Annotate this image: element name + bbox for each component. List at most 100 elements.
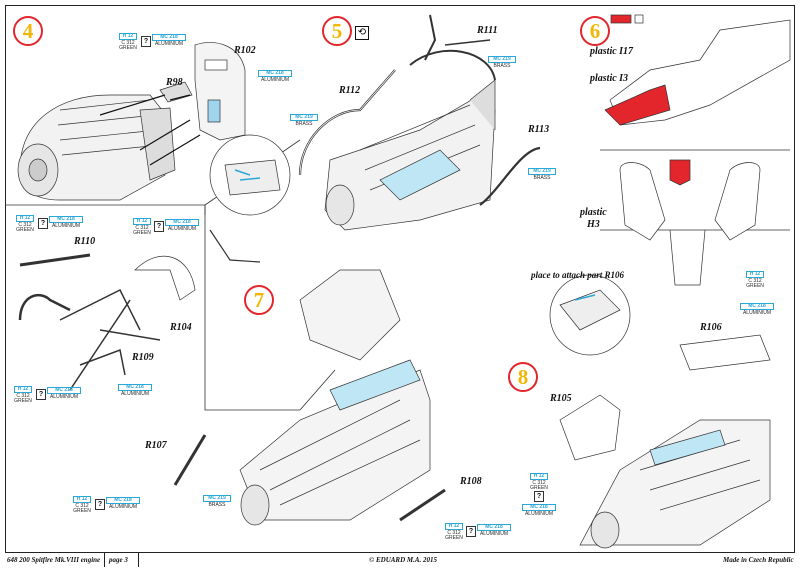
paint-ref-green-6: H 12 C 312 GREEN [445, 523, 463, 541]
mc-code: MC 218 [477, 524, 511, 531]
color-name-green: GREEN [445, 535, 463, 541]
paint-ref-aluminium-10: MC 218 ALUMINIUM [740, 303, 774, 316]
footer-copyright: © EDUARD M.A. 2015 [369, 556, 438, 564]
part-label-r107: R107 [145, 440, 167, 451]
mc-code: MC 218 [740, 303, 774, 310]
gunze-code: H 12 [16, 215, 34, 222]
question-mark-icon: ? [36, 389, 46, 400]
question-mark-icon: ? [95, 499, 105, 510]
color-name-green: GREEN [119, 45, 137, 51]
part-label-r111: R111 [477, 25, 498, 36]
step-4-marker: 4 [13, 16, 43, 46]
color-name-aluminium: ALUMINIUM [260, 77, 290, 83]
gunze-c-code: C 312 [135, 225, 149, 231]
paint-ref-green-5: H 12 C 312 GREEN [73, 496, 91, 514]
paint-ref-green-7: H 12 C 312 GREEN [530, 473, 548, 491]
step-5-marker: 5 [322, 16, 352, 46]
plastic-label-h3-line2: H3 [587, 219, 600, 230]
color-name-green: GREEN [73, 508, 91, 514]
footer-page-number: page 3 [109, 556, 128, 564]
mc-code: MC 219 [203, 495, 231, 502]
sheet-border [5, 5, 795, 553]
attach-callout: place to attach part R106 [531, 270, 624, 280]
part-label-r109: R109 [132, 352, 154, 363]
part-label-r110: R110 [74, 236, 96, 247]
part-label-r113: R113 [528, 124, 550, 135]
part-label-r112: R112 [339, 85, 361, 96]
footer-separator [138, 553, 139, 567]
part-label-r104: R104 [170, 322, 192, 333]
engine-drawing-step5 [209, 14, 541, 231]
mc-code: MC 218 [118, 384, 152, 391]
paint-ref-aluminium: MC 218 ALUMINIUM [152, 34, 186, 47]
gunze-c-code: C 312 [16, 393, 30, 399]
paint-ref-brass-2: MC 219 BRASS [290, 114, 318, 127]
gunze-code: H 12 [530, 473, 548, 480]
question-mark-icon: ? [154, 221, 164, 232]
footer-made-in: Made in Czech Republic [723, 556, 794, 564]
paint-ref-aluminium-3: MC 218 ALUMINIUM [49, 216, 83, 229]
gunze-code: H 12 [133, 218, 151, 225]
engine-drawing-step4 [17, 42, 246, 201]
color-name-brass: BRASS [533, 175, 551, 181]
paint-ref-aluminium-5: MC 218 ALUMINIUM [47, 387, 81, 400]
sheet-footer: 648 200 Spitfire Mk.VIII engine page 3 ©… [5, 553, 795, 567]
question-mark-icon: ? [38, 218, 48, 229]
paint-ref-aluminium-6: MC 218 ALUMINIUM [118, 384, 152, 397]
gunze-c-code: C 312 [18, 222, 32, 228]
paint-ref-aluminium-9: MC 218 ALUMINIUM [522, 504, 556, 517]
gunze-code: H 12 [119, 33, 137, 40]
gunze-c-code: C 312 [748, 278, 762, 284]
color-name-aluminium: ALUMINIUM [51, 223, 81, 229]
part-label-r105: R105 [550, 393, 572, 404]
color-name-aluminium: ALUMINIUM [479, 531, 509, 537]
color-name-brass: BRASS [295, 121, 313, 127]
gunze-code: H 12 [73, 496, 91, 503]
paint-ref-brass-4: MC 219 BRASS [203, 495, 231, 508]
color-name-green: GREEN [16, 227, 34, 233]
color-name-green: GREEN [14, 398, 32, 404]
paint-ref-aluminium-4: MC 218 ALUMINIUM [165, 219, 199, 232]
part-label-r102: R102 [234, 45, 256, 56]
footer-product-code: 648 200 Spitfire Mk.VIII engine [7, 556, 101, 564]
color-name-aluminium: ALUMINIUM [524, 511, 554, 517]
plastic-label-i3: plastic I3 [590, 73, 629, 84]
mc-code: MC 218 [49, 216, 83, 223]
color-name-aluminium: ALUMINIUM [167, 226, 197, 232]
step-7-marker: 7 [244, 285, 274, 315]
rotate-icon: ⟲ [355, 26, 369, 40]
wing-drawing-step6 [600, 14, 791, 286]
mc-code: MC 218 [165, 219, 199, 226]
engine-drawing-step8 [549, 274, 771, 549]
gunze-c-code: C 312 [447, 530, 461, 536]
mc-code: MC 219 [488, 56, 516, 63]
question-mark-icon: ? [141, 36, 151, 47]
mc-code: MC 218 [522, 504, 556, 511]
part-label-r98: R98 [166, 77, 183, 88]
paint-ref-green-3: H 12 C 312 GREEN [133, 218, 151, 236]
paint-ref-green-8: H 12 C 312 GREEN [746, 271, 764, 289]
step-8-marker: 8 [508, 362, 538, 392]
mc-code: MC 218 [47, 387, 81, 394]
color-name-aluminium: ALUMINIUM [108, 504, 138, 510]
gunze-c-code: C 312 [532, 480, 546, 486]
paint-ref-brass: MC 219 BRASS [488, 56, 516, 69]
part-label-r106: R106 [700, 322, 722, 333]
footer-separator [104, 553, 105, 567]
question-mark-icon: ? [466, 526, 476, 537]
gunze-c-code: C 312 [121, 40, 135, 46]
plastic-label-h3-line1: plastic [580, 207, 607, 218]
mc-code: MC 219 [290, 114, 318, 121]
mc-code: MC 219 [528, 168, 556, 175]
step-6-marker: 6 [580, 16, 610, 46]
paint-ref-green: H 12 C 312 GREEN [119, 33, 137, 51]
paint-ref-aluminium-7: MC 218 ALUMINIUM [106, 497, 140, 510]
color-name-aluminium: ALUMINIUM [49, 394, 79, 400]
mc-code: MC 218 [258, 70, 292, 77]
part-label-r108: R108 [460, 476, 482, 487]
plastic-label-i17: plastic I17 [590, 46, 634, 57]
color-name-brass: BRASS [208, 502, 226, 508]
gunze-c-code: C 312 [75, 503, 89, 509]
